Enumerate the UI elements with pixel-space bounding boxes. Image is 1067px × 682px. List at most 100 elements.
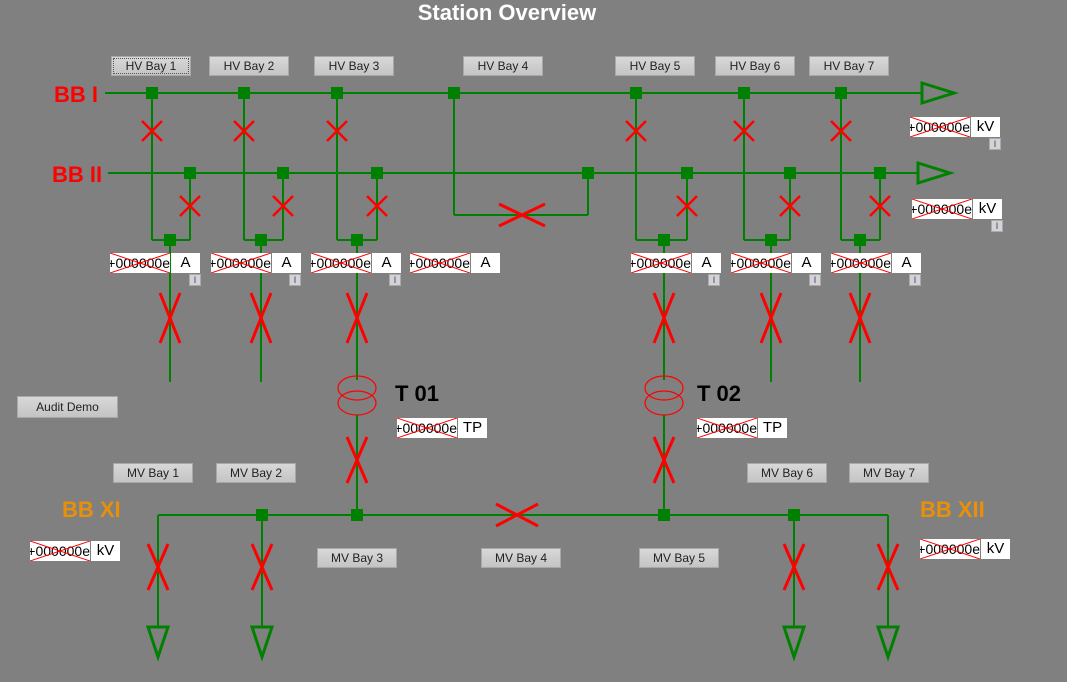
hv-bay-1-button[interactable]: HV Bay 1 <box>111 56 191 76</box>
bay-5-info-button[interactable]: I <box>708 274 720 286</box>
disconnector-bb2-switch[interactable] <box>676 195 698 217</box>
disconnector-bb1-switch[interactable] <box>625 120 647 142</box>
disconnector-bb1-switch[interactable] <box>733 120 755 142</box>
circuit-breaker-switch[interactable] <box>249 292 273 344</box>
hv-bay-2-button[interactable]: HV Bay 2 <box>209 56 289 76</box>
bus-coupler-breaker-switch[interactable] <box>498 202 546 228</box>
disconnector-bb2-switch[interactable] <box>366 195 388 217</box>
page-title: Station Overview <box>417 0 597 25</box>
unit-label: kV <box>971 117 1000 137</box>
mv-bay-4-button[interactable]: MV Bay 4 <box>481 548 561 568</box>
node-junction <box>184 167 196 179</box>
busbar-end-arrow-icon <box>920 80 960 106</box>
circuit-breaker-switch[interactable] <box>158 292 182 344</box>
invalid-value-cross-icon <box>910 117 970 137</box>
mv-bay-3-button[interactable]: MV Bay 3 <box>317 548 397 568</box>
value-field: 000000e+ <box>110 253 170 273</box>
bay-7-info-button[interactable]: I <box>909 274 921 286</box>
transformer-icon <box>644 390 684 416</box>
feeder-breaker-switch[interactable] <box>146 543 170 591</box>
hv-bay-3-button[interactable]: HV Bay 3 <box>314 56 394 76</box>
invalid-value-cross-icon <box>311 253 371 273</box>
unit-label: A <box>272 253 301 273</box>
invalid-value-cross-icon <box>912 199 972 219</box>
hv-bay-5-button[interactable]: HV Bay 5 <box>615 56 695 76</box>
busbar-label-bb11: BB XI <box>62 497 121 522</box>
value-field: 000000e+ <box>731 253 791 273</box>
t02-tap-display: 000000e+TP <box>697 418 787 438</box>
hv-bay-6-button[interactable]: HV Bay 6 <box>715 56 795 76</box>
transformer-icon <box>644 375 684 401</box>
mv-bay-2-button[interactable]: MV Bay 2 <box>216 463 296 483</box>
circuit-breaker-switch[interactable] <box>759 292 783 344</box>
busbar-end-arrow-icon <box>916 160 956 186</box>
unit-label: A <box>692 253 721 273</box>
invalid-value-cross-icon <box>30 541 90 561</box>
disconnector-bb1-switch[interactable] <box>830 120 852 142</box>
transformer-icon <box>337 390 377 416</box>
unit-label: kV <box>981 539 1010 559</box>
bay-1-info-button[interactable]: I <box>189 274 201 286</box>
bay-3-info-button[interactable]: I <box>389 274 401 286</box>
bb2-info-button[interactable]: I <box>991 220 1003 232</box>
busbar-label-bb12: BB XII <box>920 497 985 522</box>
node-junction <box>371 167 383 179</box>
feeder-breaker-switch[interactable] <box>250 543 274 591</box>
node-junction <box>784 167 796 179</box>
bay-2-info-button[interactable]: I <box>289 274 301 286</box>
mv-bay-1-button[interactable]: MV Bay 1 <box>113 463 193 483</box>
node-junction <box>738 87 750 99</box>
circuit-breaker-switch[interactable] <box>345 292 369 344</box>
hv-bay-7-button[interactable]: HV Bay 7 <box>809 56 889 76</box>
hv-bay-4-button[interactable]: HV Bay 4 <box>463 56 543 76</box>
feeder-breaker-switch[interactable] <box>782 543 806 591</box>
disconnector-bb2-switch[interactable] <box>179 195 201 217</box>
value-field: 000000e+ <box>910 117 970 137</box>
mv-coupler-breaker-switch[interactable] <box>495 502 539 528</box>
invalid-value-cross-icon <box>211 253 271 273</box>
unit-label: TP <box>458 418 487 438</box>
transformer-label-t01: T 01 <box>395 381 440 406</box>
disconnector-bb2-switch[interactable] <box>869 195 891 217</box>
node-junction <box>277 167 289 179</box>
disconnector-bb1-switch[interactable] <box>233 120 255 142</box>
node-junction <box>351 509 363 521</box>
disconnector-bb1-switch[interactable] <box>141 120 163 142</box>
unit-label: kV <box>91 541 120 561</box>
feeder-arrow-icon <box>249 625 275 662</box>
unit-label: TP <box>758 418 787 438</box>
invalid-value-cross-icon <box>110 253 170 273</box>
feeder-arrow-icon <box>781 625 807 662</box>
bay-6-info-button[interactable]: I <box>809 274 821 286</box>
feeder-breaker-switch[interactable] <box>876 543 900 591</box>
disconnector-bb1-switch[interactable] <box>326 120 348 142</box>
bb2-voltage-display: 000000e+kV <box>912 199 1002 219</box>
disconnector-bb2-switch[interactable] <box>779 195 801 217</box>
busbar-label-bb2: BB II <box>52 162 103 187</box>
bb1-info-button[interactable]: I <box>989 138 1001 150</box>
bay-5-current-display: 000000e+A <box>631 253 721 273</box>
feeder-arrow-icon <box>875 625 901 662</box>
transformer-lv-breaker-switch[interactable] <box>345 436 369 484</box>
bb12-voltage-display: 000000e+kV <box>920 539 1010 559</box>
value-field: 000000e+ <box>697 418 757 438</box>
unit-label: kV <box>973 199 1002 219</box>
disconnector-bb2-switch[interactable] <box>272 195 294 217</box>
circuit-breaker-switch[interactable] <box>848 292 872 344</box>
transformer-lv-breaker-switch[interactable] <box>652 436 676 484</box>
node-junction <box>331 87 343 99</box>
busbar-label-bb1: BB I <box>54 82 98 107</box>
invalid-value-cross-icon <box>410 253 470 273</box>
invalid-value-cross-icon <box>397 418 457 438</box>
t01-tap-display: 000000e+TP <box>397 418 487 438</box>
circuit-breaker-switch[interactable] <box>652 292 676 344</box>
value-field: 000000e+ <box>920 539 980 559</box>
feeder-arrow-icon <box>145 625 171 662</box>
invalid-value-cross-icon <box>731 253 791 273</box>
mv-bay-6-button[interactable]: MV Bay 6 <box>747 463 827 483</box>
audit-demo-button[interactable]: Audit Demo <box>17 396 118 418</box>
mv-bay-5-button[interactable]: MV Bay 5 <box>639 548 719 568</box>
node-junction <box>448 87 460 99</box>
mv-bay-7-button[interactable]: MV Bay 7 <box>849 463 929 483</box>
